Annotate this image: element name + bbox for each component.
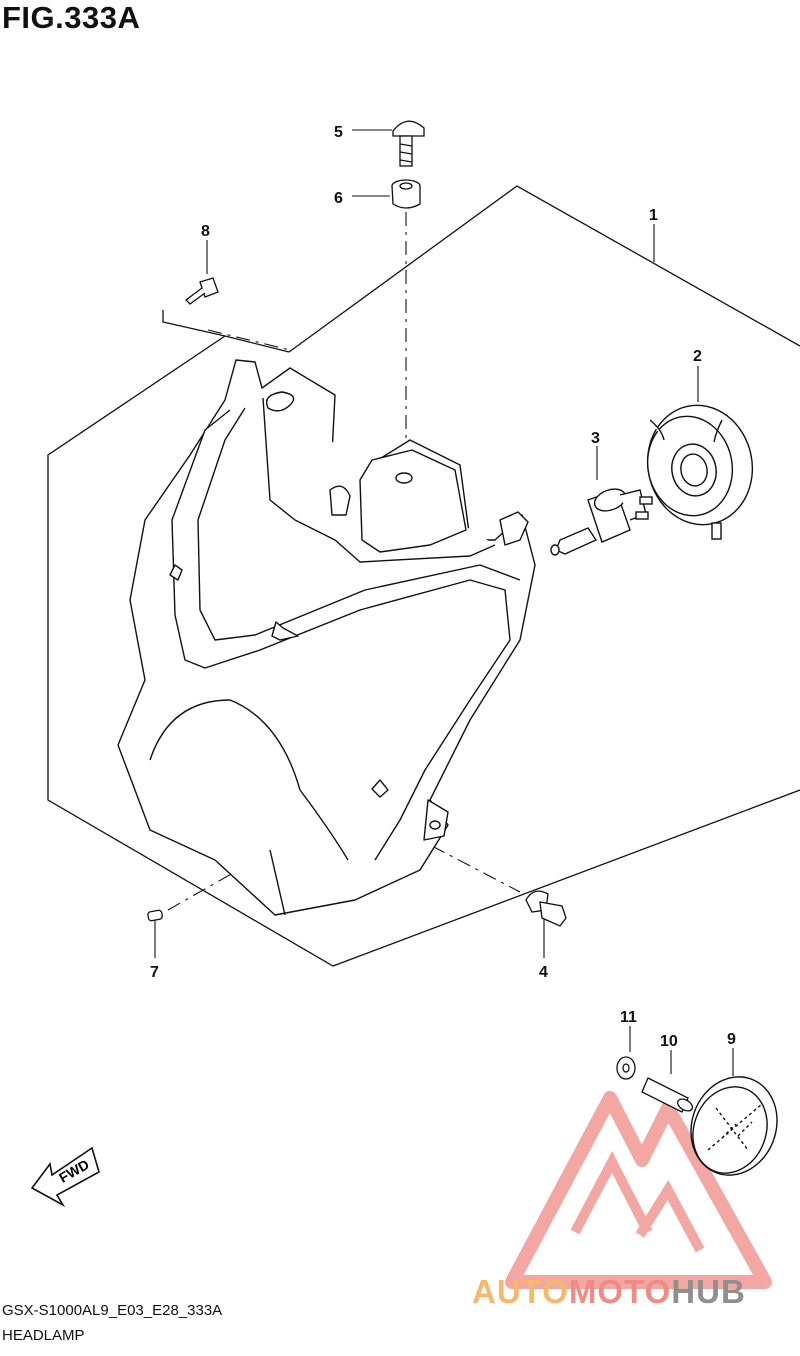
figure-title: FIG.333A bbox=[2, 0, 141, 35]
callout-9: 9 bbox=[727, 1031, 736, 1048]
callout-2: 2 bbox=[693, 348, 702, 365]
bulb-part-3-icon bbox=[550, 488, 653, 556]
diagram-name: HEADLAMP bbox=[2, 1327, 85, 1344]
clip-part-4-icon bbox=[525, 890, 567, 927]
assembly-box bbox=[47, 185, 800, 967]
spacer-part-10-icon bbox=[641, 1077, 694, 1113]
diagram-code: GSX-S1000AL9_E03_E28_333A bbox=[2, 1302, 223, 1319]
watermark-logo-icon bbox=[505, 1091, 772, 1289]
plug-part-7-icon bbox=[147, 909, 163, 922]
callout-8: 8 bbox=[201, 223, 210, 240]
bulb-socket-part-2-icon bbox=[646, 404, 754, 540]
callout-10: 10 bbox=[660, 1033, 678, 1050]
fwd-arrow-icon: FWD bbox=[30, 1146, 100, 1208]
callout-7: 7 bbox=[150, 964, 159, 981]
grommet-part-6-icon bbox=[391, 179, 421, 209]
lens-cap-part-9-icon bbox=[690, 1076, 778, 1176]
callout-4: 4 bbox=[539, 964, 548, 981]
watermark-text: AUTOMOTOHUB bbox=[472, 1273, 746, 1310]
callout-1: 1 bbox=[649, 207, 658, 224]
callout-3: 3 bbox=[591, 430, 600, 447]
callout-5: 5 bbox=[334, 124, 343, 141]
callout-11: 11 bbox=[620, 1009, 637, 1026]
callout-6: 6 bbox=[334, 190, 343, 207]
headlamp-housing bbox=[117, 359, 536, 916]
screw-part-5-icon bbox=[392, 120, 425, 167]
leader-lines bbox=[154, 129, 734, 1076]
washer-part-11-icon bbox=[616, 1056, 636, 1080]
screw-part-8-icon bbox=[185, 277, 219, 305]
